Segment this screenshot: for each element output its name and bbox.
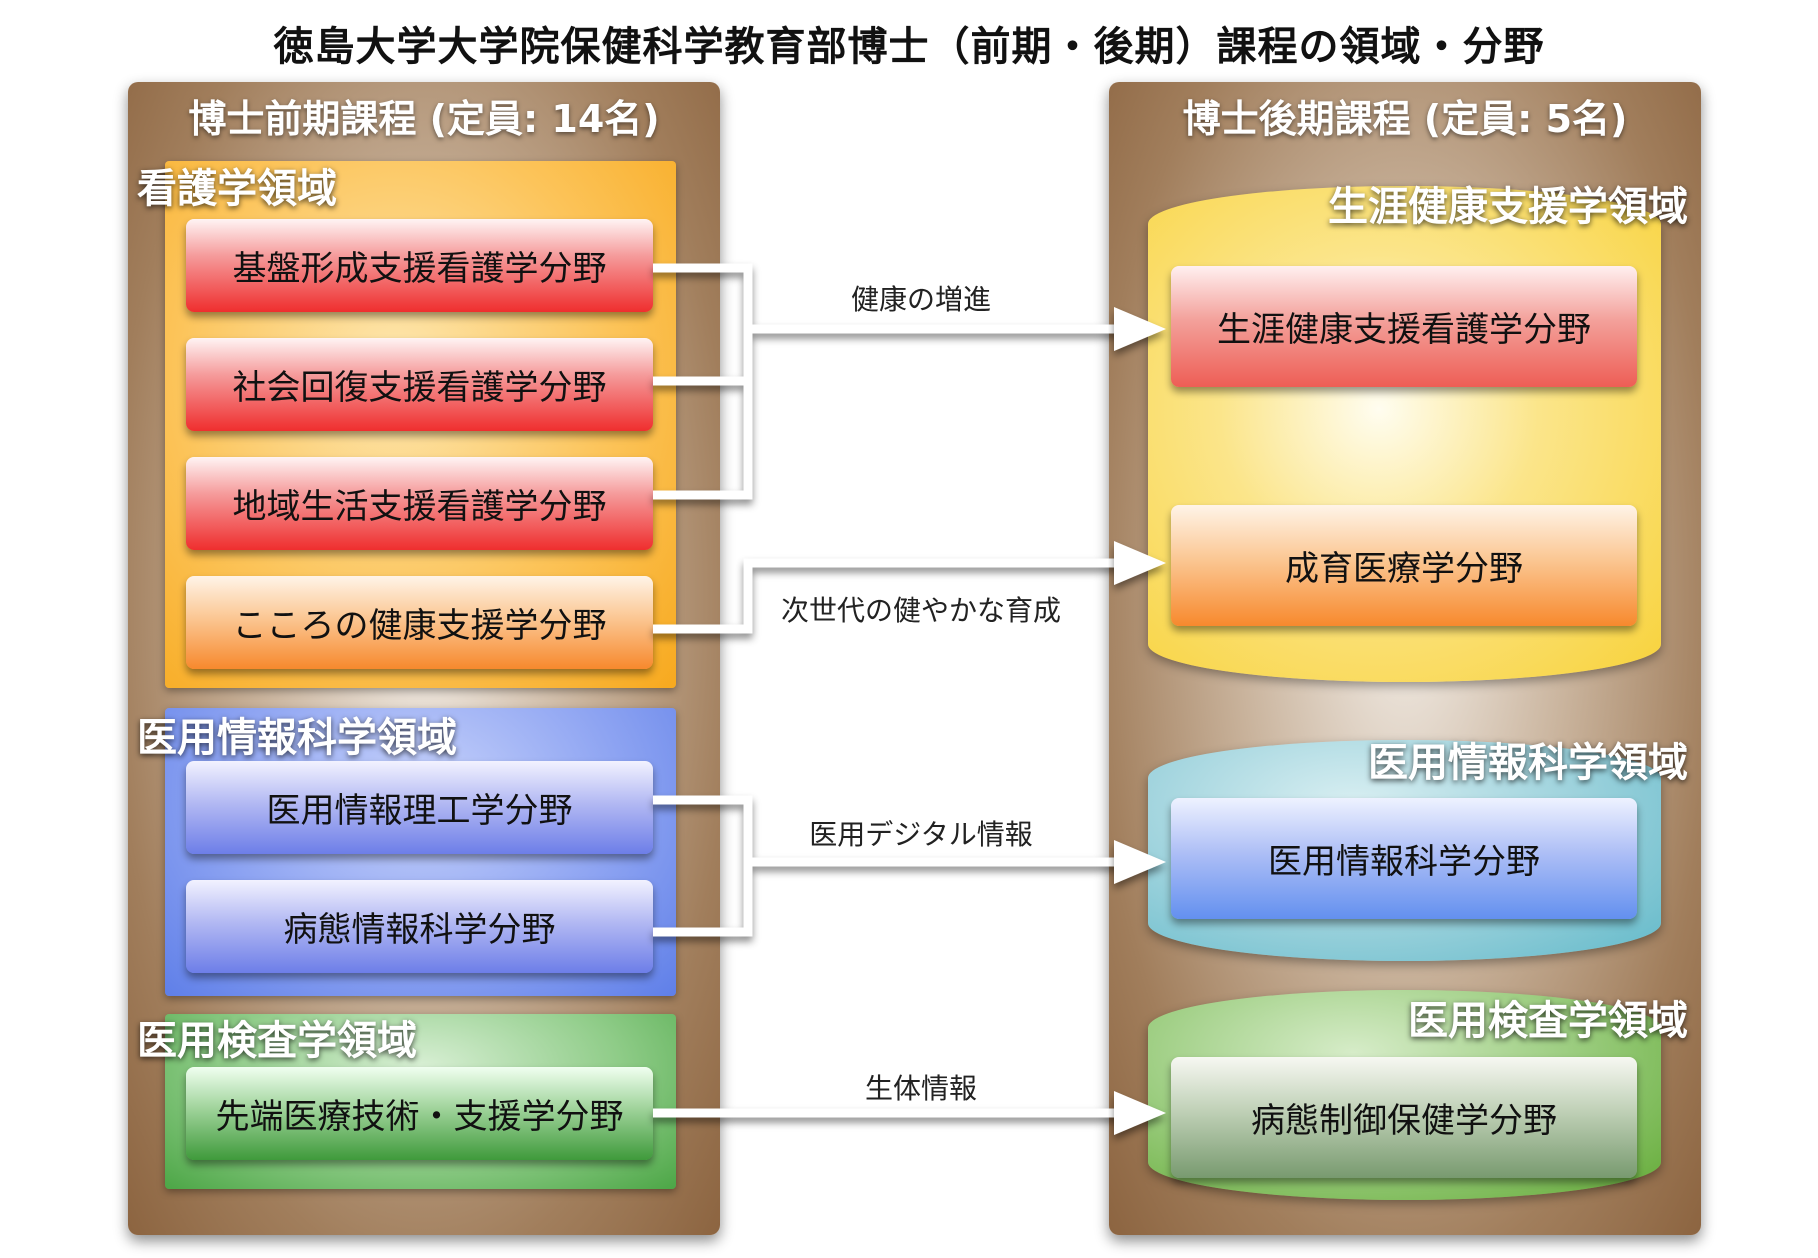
connector-label: 次世代の健やかな育成 xyxy=(780,594,1062,627)
laboratory-science-doctoral-area-label: 医用検査学領域 xyxy=(1408,998,1688,1044)
connector-label: 健康の増進 xyxy=(850,283,992,316)
arrowhead-icon xyxy=(1114,1091,1166,1135)
medical-informatics-area-label: 医用情報科学領域 xyxy=(137,715,457,761)
arrowhead-icon xyxy=(1114,541,1166,585)
field-box: 先端医療技術・支援学分野 xyxy=(186,1067,653,1160)
doctoral-course-heading: 博士後期課程 (定員: 5名) xyxy=(1182,97,1628,141)
digital-info-connector xyxy=(653,795,1120,937)
arrowhead-icon xyxy=(1114,307,1166,351)
field-box: 病態情報科学分野 xyxy=(186,880,653,973)
field-box: 成育医療学分野 xyxy=(1171,505,1637,626)
health-promotion-connector xyxy=(653,263,1120,500)
laboratory-science-area-label: 医用検査学領域 xyxy=(137,1018,417,1064)
field-box: こころの健康支援学分野 xyxy=(186,576,653,669)
masters-course-heading: 博士前期課程 (定員: 14名) xyxy=(188,97,660,141)
field-box: 基盤形成支援看護学分野 xyxy=(186,219,653,312)
field-box: 地域生活支援看護学分野 xyxy=(186,457,653,550)
nursing-area-label: 看護学領域 xyxy=(137,166,337,212)
field-box: 医用情報科学分野 xyxy=(1171,798,1637,919)
field-box: 社会回復支援看護学分野 xyxy=(186,338,653,431)
diagram-title: 徳島大学大学院保健科学教育部博士（前期・後期）課程の領域・分野 xyxy=(273,24,1545,70)
arrowhead-icon xyxy=(1114,840,1166,884)
field-box: 医用情報理工学分野 xyxy=(186,761,653,854)
medical-informatics-doctoral-area-label: 医用情報科学領域 xyxy=(1368,740,1688,786)
lifelong-health-area-label: 生涯健康支援学領域 xyxy=(1328,184,1688,230)
connector-label: 医用デジタル情報 xyxy=(809,818,1033,851)
field-box: 生涯健康支援看護学分野 xyxy=(1171,266,1637,387)
next-generation-connector xyxy=(653,558,1120,634)
field-box: 病態制御保健学分野 xyxy=(1171,1057,1637,1178)
connector-label: 生体情報 xyxy=(864,1072,978,1105)
